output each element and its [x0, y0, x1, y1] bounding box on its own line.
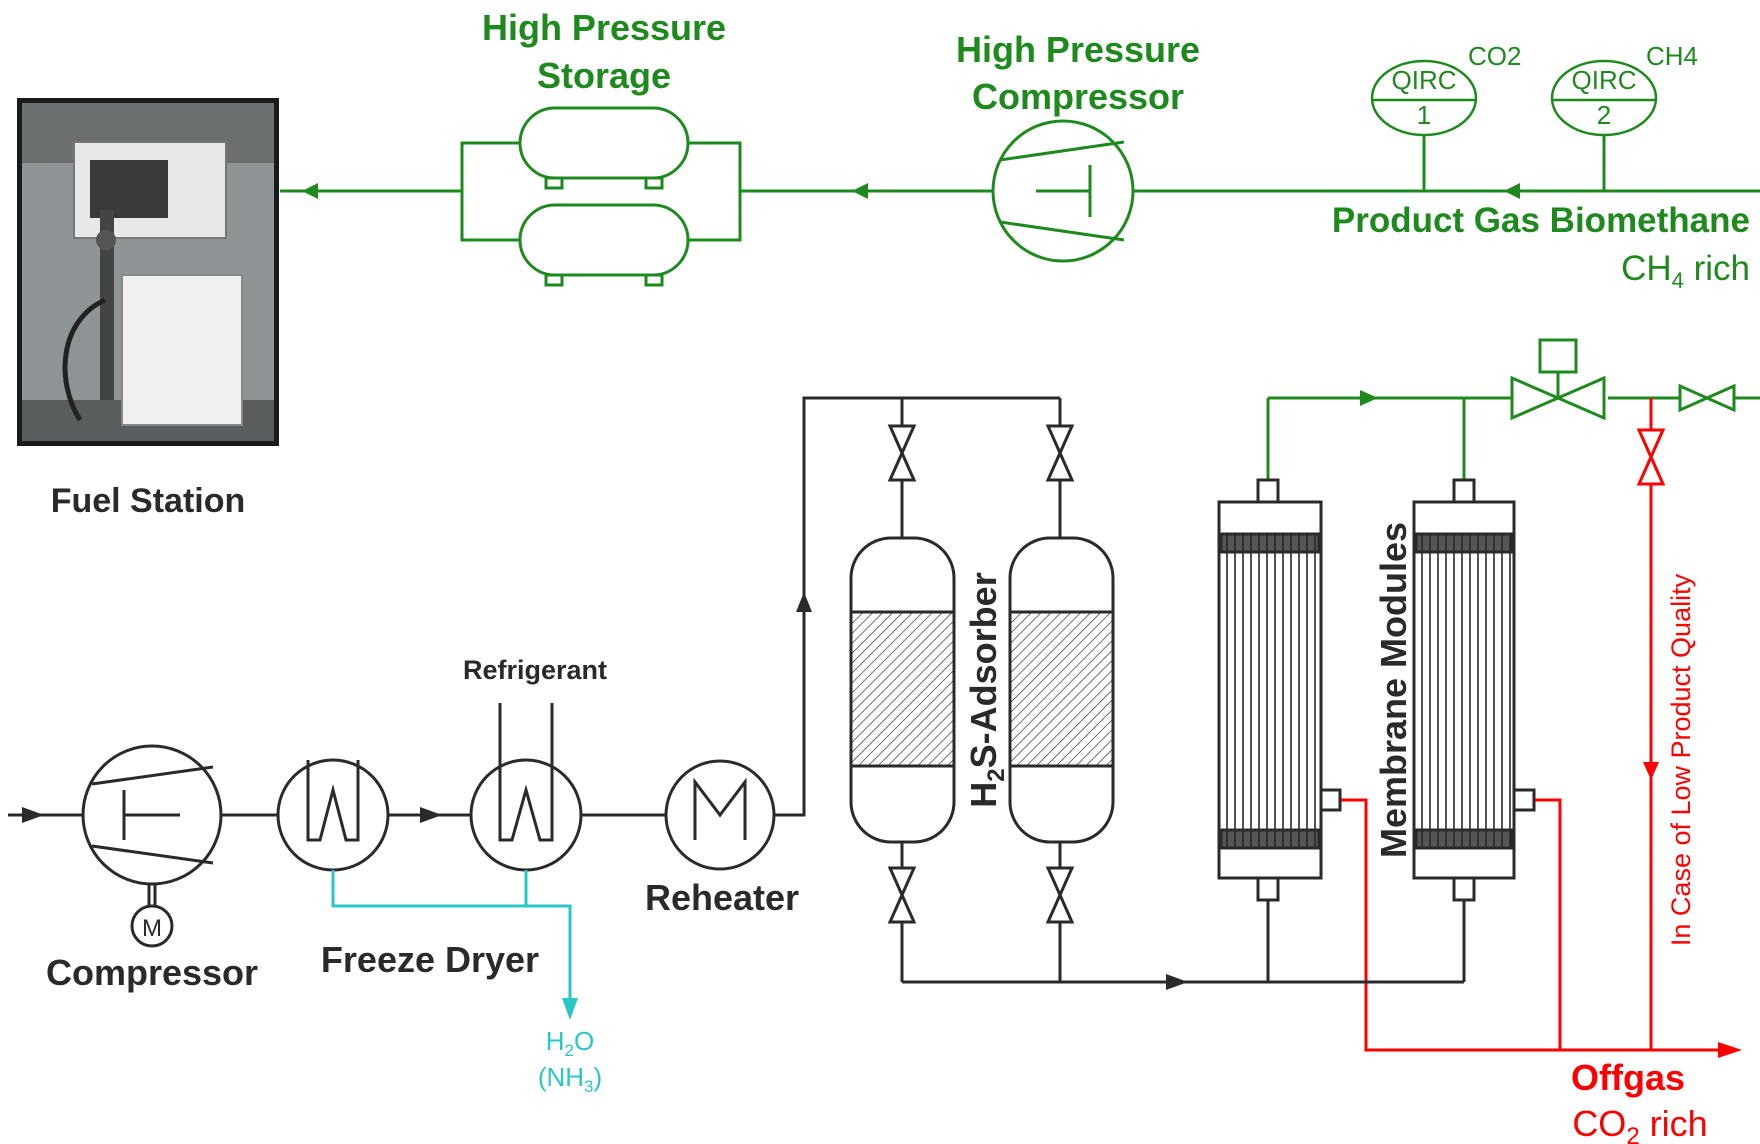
product-gas-line	[280, 135, 1760, 480]
h2s-adsorber-2	[1008, 536, 1115, 844]
analyzer-1-number: 1	[1417, 100, 1431, 130]
offgas-label: Offgas	[1571, 1057, 1685, 1098]
flow-arrows-dark	[22, 592, 1188, 990]
analyzer-2-number: 2	[1597, 100, 1611, 130]
outlet-valve	[1678, 383, 1736, 413]
refrigerant-label: Refrigerant	[463, 655, 607, 685]
condensate-arrow	[562, 998, 578, 1020]
offgas-valve	[1636, 428, 1666, 486]
membrane-module-2	[1412, 478, 1536, 902]
analyzer-2-tag: QIRC	[1572, 65, 1637, 95]
fuel-station-label: Fuel Station	[51, 482, 246, 520]
water-label: H2O	[546, 1026, 594, 1060]
low-quality-label: In Case of Low Product Quality	[1666, 573, 1696, 946]
flow-arrows-green	[302, 183, 1520, 406]
analyzer-1-gas: CO2	[1468, 41, 1521, 71]
ch4-rich-label: CH4 rich	[1621, 249, 1750, 293]
hp-compressor-label-line-2: Compressor	[972, 76, 1184, 117]
compressor	[81, 744, 223, 948]
analyzer-qirc-ch4: QIRC 2 CH4	[1550, 41, 1698, 137]
storage-label-line-1: High Pressure	[482, 7, 726, 48]
h2s-adsorber-label: H2S-Adsorber	[963, 572, 1010, 807]
flow-arrows-red	[1643, 762, 1742, 1058]
condensate-line	[331, 870, 572, 1000]
storage-label-line-2: Storage	[537, 55, 671, 96]
reheater	[664, 759, 776, 871]
motor-symbol: M	[142, 915, 162, 942]
product-gas-label: Product Gas Biomethane	[1332, 201, 1750, 240]
analyzer-qirc-co2: QIRC 1 CO2	[1370, 41, 1521, 137]
fuel-station-photo	[17, 98, 279, 446]
ammonia-label: (NH3)	[538, 1062, 602, 1096]
analyzer-2-gas: CH4	[1646, 41, 1698, 71]
reheater-label: Reheater	[645, 877, 799, 918]
freeze-dryer-label: Freeze Dryer	[321, 939, 539, 980]
compressor-label: Compressor	[46, 952, 258, 993]
hp-compressor-label-line-1: High Pressure	[956, 29, 1200, 70]
membrane-modules-label: Membrane Modules	[1373, 522, 1414, 858]
high-pressure-storage	[460, 106, 742, 287]
co2-rich-label: CO2 rich	[1572, 1103, 1707, 1144]
control-valve	[1510, 338, 1606, 421]
adsorber-valves	[887, 424, 1075, 924]
freeze-dryer-exchanger-1	[276, 758, 390, 872]
membrane-module-1	[1217, 478, 1342, 902]
freeze-dryer-exchanger-2	[469, 758, 583, 872]
h2s-adsorber-1	[849, 536, 956, 844]
analyzer-1-tag: QIRC	[1392, 65, 1457, 95]
high-pressure-compressor	[991, 119, 1135, 263]
